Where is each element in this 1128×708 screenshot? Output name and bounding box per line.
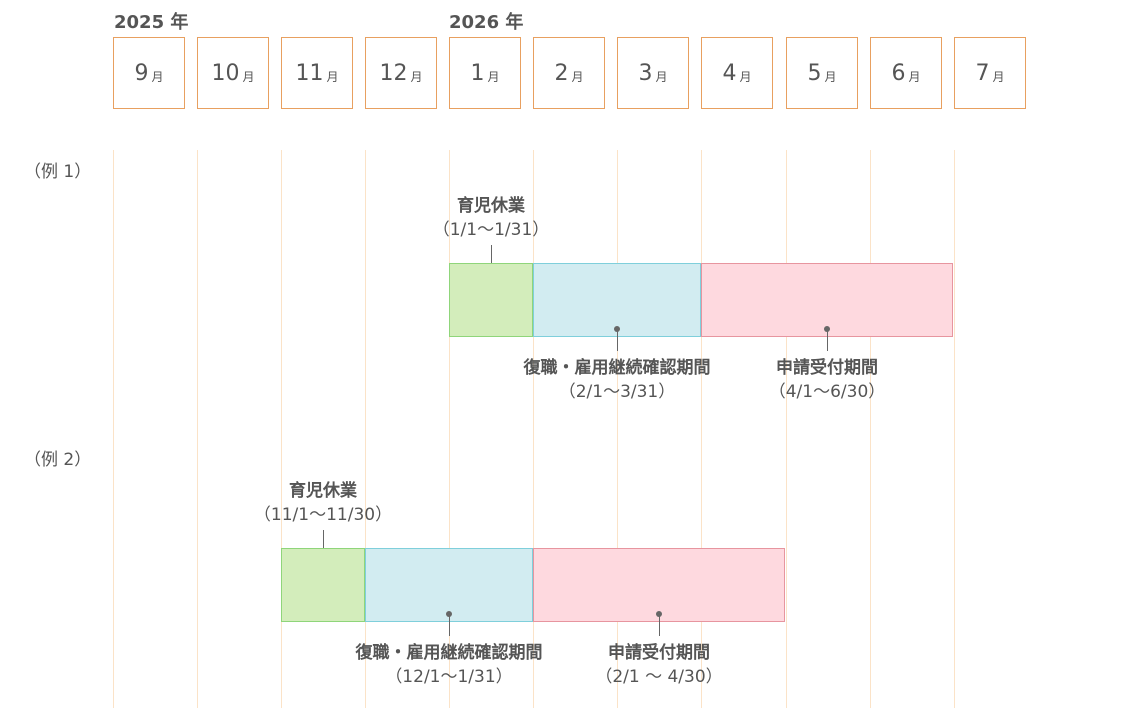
gridline [701,150,702,708]
month-unit: 月 [655,69,668,84]
example-1-apply-bar [701,263,953,337]
month-number: 4 [722,60,737,86]
leave-title: 育児休業 [456,196,525,216]
leave-title: 育児休業 [288,481,357,501]
confirm-title: 復職・雇用継続確認期間 [523,358,711,378]
month-number: 9 [134,60,149,86]
example-2-apply-label: 申請受付期間 （2/1 〜 4/30） [595,641,722,689]
confirm-title: 復職・雇用継続確認期間 [355,643,543,663]
month-number: 5 [807,60,822,86]
year-label-2026: 2026 年 [449,12,524,33]
month-number: 11 [295,60,324,86]
leader-line [491,245,492,273]
month-unit: 月 [151,69,164,84]
gridline [197,150,198,708]
example-2-label: （例 2） [24,450,92,470]
example-2-apply-bar [533,548,785,622]
gridline [617,150,618,708]
gridline [449,150,450,708]
month-number: 12 [379,60,408,86]
month-unit: 月 [824,69,837,84]
example-2-leave-bar [281,548,365,622]
month-number: 1 [470,60,485,86]
month-number: 10 [211,60,240,86]
leader-line [449,614,450,636]
example-1-leave-label: 育児休業 （1/1〜1/31） [433,194,550,242]
example-1-label: （例 1） [24,162,92,182]
month-unit: 月 [487,69,500,84]
gridline [954,150,955,708]
month-unit: 月 [326,69,339,84]
leave-period: （11/1〜11/30） [253,505,393,525]
apply-title: 申請受付期間 [608,643,710,663]
example-1-apply-label: 申請受付期間 （4/1〜6/30） [769,356,886,404]
gridline [786,150,787,708]
example-2-leave-label: 育児休業 （11/1〜11/30） [254,479,392,527]
apply-period: （4/1〜6/30） [768,382,886,402]
gridline [113,150,114,708]
leader-line [617,329,618,351]
month-number: 7 [975,60,990,86]
apply-period: （2/1 〜 4/30） [595,667,723,687]
gridline [365,150,366,708]
example-2-confirm-label: 復職・雇用継続確認期間 （12/1〜1/31） [356,641,543,689]
example-1-confirm-label: 復職・雇用継続確認期間 （2/1〜3/31） [524,356,711,404]
leader-line [323,530,324,558]
example-2-confirm-bar [365,548,533,622]
confirm-period: （2/1〜3/31） [558,382,676,402]
gridline [870,150,871,708]
month-unit: 月 [410,69,423,84]
leader-line [827,329,828,351]
leave-period: （1/1〜1/31） [432,220,550,240]
year-label-2025: 2025 年 [114,12,189,33]
apply-title: 申請受付期間 [775,358,878,378]
month-number: 3 [638,60,653,86]
leader-line [659,614,660,636]
month-unit: 月 [242,69,255,84]
month-unit: 月 [571,69,584,84]
example-1-leave-bar [449,263,533,337]
month-unit: 月 [908,69,921,84]
month-number: 2 [554,60,569,86]
month-unit: 月 [992,69,1005,84]
gridline [281,150,282,708]
gridline [533,150,534,708]
month-number: 6 [891,60,906,86]
confirm-period: （12/1〜1/31） [385,667,513,687]
month-unit: 月 [739,69,752,84]
